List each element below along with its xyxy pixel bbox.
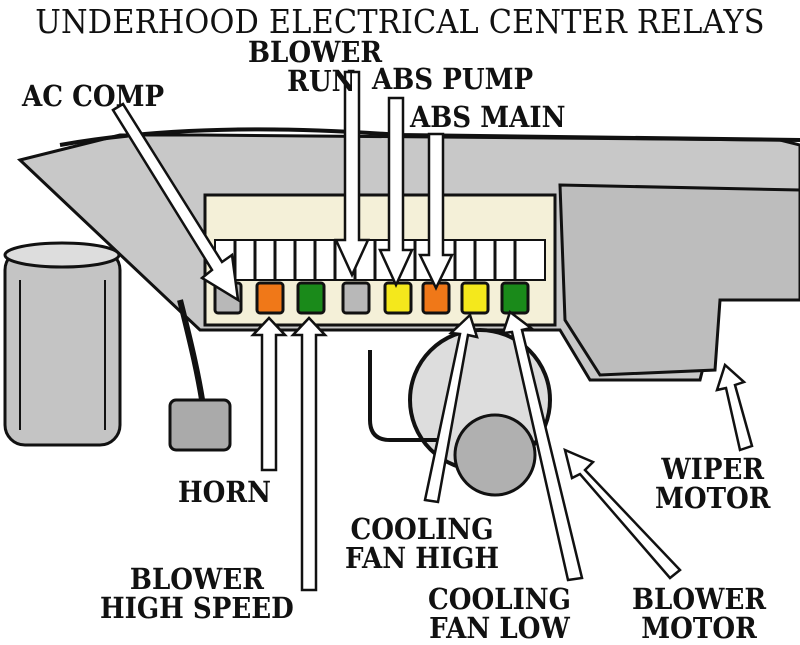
relay-blower-run [341, 281, 371, 315]
diagram-title: UNDERHOOD ELECTRICAL CENTER RELAYS [35, 2, 765, 41]
label-ac-comp: AC COMP [22, 79, 165, 113]
connector [168, 398, 232, 452]
wiper-motor-housing [558, 183, 800, 377]
label-blower-high-speed: BLOWER HIGH SPEED [100, 562, 294, 625]
arrow-blower-motor [563, 447, 682, 580]
arrow-cooling-fan-low [501, 309, 584, 582]
arrow-abs-pump [378, 96, 414, 289]
label-abs-main: ABS MAIN [410, 100, 566, 134]
arrow-wiper-motor [715, 362, 754, 452]
relay-blower-high-speed [296, 281, 326, 315]
relay-cooling-fan-high [460, 281, 490, 315]
arrow-cooling-fan-high [423, 312, 479, 504]
label-wiper-motor: WIPER MOTOR [655, 452, 771, 515]
callout-arrows [111, 70, 754, 592]
relay-cooling-fan-low [500, 281, 530, 315]
arrow-abs-main [418, 132, 454, 291]
blower-motor-hub [453, 413, 537, 497]
cowl-edge [59, 127, 800, 147]
arrow-blower-run [334, 70, 370, 279]
label-blower-motor: BLOWER MOTOR [632, 582, 767, 645]
relay-abs-pump [383, 281, 413, 315]
accumulator-canister [3, 248, 122, 447]
canister-top [3, 241, 121, 269]
arrow-horn [250, 316, 288, 472]
relay-horn [255, 281, 285, 315]
label-cooling-fan-high: COOLING FAN HIGH [345, 512, 500, 575]
label-abs-pump: ABS PUMP [372, 62, 534, 96]
arrow-ac-comp [111, 102, 240, 303]
label-cooling-fan-low: COOLING FAN LOW [428, 582, 571, 645]
label-blower-run: BLOWER RUN [248, 35, 383, 98]
fuse-row [214, 239, 546, 281]
label-horn: HORN [178, 475, 271, 509]
arrow-blower-high-speed [290, 316, 328, 592]
